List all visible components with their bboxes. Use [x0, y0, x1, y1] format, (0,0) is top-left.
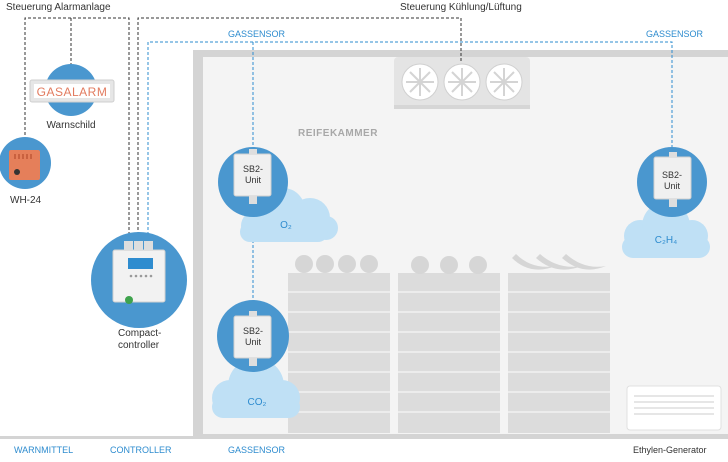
alarm-control-lines [24, 17, 462, 240]
fruit-crate-icon [288, 254, 610, 433]
o2-label: O₂ [280, 220, 292, 231]
reifekammer-label: REIFEKAMMER [298, 128, 378, 139]
sb2-sensor-icon [233, 149, 272, 204]
gasalarm-sign-text: GASALARM [37, 85, 108, 99]
sb2-unit-c2h4: SB2- Unit C₂H₄ [622, 147, 710, 258]
crate-apples [288, 255, 390, 433]
gassensor-label-left: GASSENSOR [228, 29, 286, 39]
sb2-label-1: SB2- [243, 164, 263, 174]
wh24-icon [0, 137, 51, 189]
sb2-unit-o2: SB2- Unit O₂ [218, 147, 338, 242]
crate-tomatoes [398, 256, 500, 433]
cloud-co2 [212, 358, 300, 418]
footer-ethylen-generator: Ethylen-Generator [633, 445, 707, 455]
sb2-unit-co2: SB2- Unit CO₂ [212, 300, 300, 418]
sb2-sensor-icon [653, 152, 692, 207]
c2h4-label: C₂H₄ [655, 235, 677, 246]
footer-controller: CONTROLLER [110, 445, 172, 455]
ethylen-generator-icon [626, 385, 722, 431]
steuerung-kuehlung-label: Steuerung Kühlung/Lüftung [400, 2, 522, 13]
wh24-label: WH-24 [10, 195, 42, 206]
co2-label: CO₂ [248, 397, 267, 408]
sb2-label-1: SB2- [243, 326, 263, 336]
footer-gassensor: GASSENSOR [228, 445, 286, 455]
compact-controller-label-1: Compact- [118, 328, 161, 339]
sb2-label-2: Unit [245, 337, 262, 347]
warnschild-label: Warnschild [46, 120, 95, 131]
sb2-sensor-icon [233, 311, 272, 366]
sb2-label-2: Unit [664, 181, 681, 191]
crate-bananas [508, 254, 610, 433]
footer-warnmittel: WARNMITTEL [14, 445, 73, 455]
sb2-label-1: SB2- [662, 170, 682, 180]
warnschild-icon: GASALARM [29, 64, 115, 116]
sb2-label-2: Unit [245, 175, 262, 185]
cloud-o2 [240, 188, 338, 242]
controller-icon [91, 232, 187, 328]
fan-unit-icon [394, 57, 530, 109]
compact-controller-label-2: controller [118, 340, 160, 351]
steuerung-alarmanlage-label: Steuerung Alarmanlage [6, 2, 111, 13]
gassensor-label-right: GASSENSOR [646, 29, 704, 39]
